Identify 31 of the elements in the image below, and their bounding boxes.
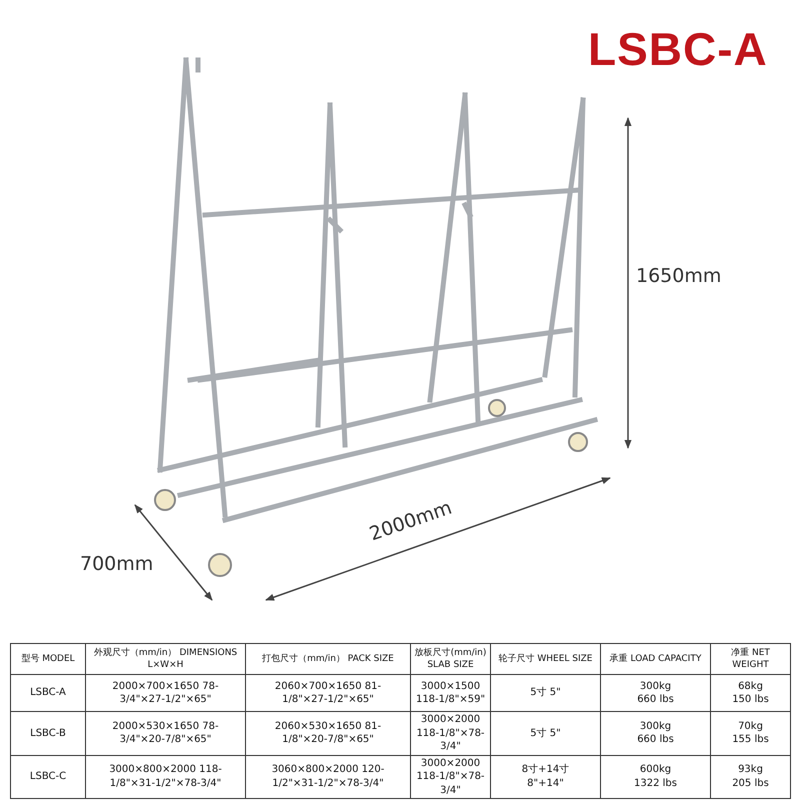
table-cell-text: 2000×530×1650 78-3/4"×20-7/8"×65"	[111, 720, 220, 747]
dimension-label: 700mm	[80, 553, 154, 575]
column-header: 打包尺寸（mm/in） PACK SIZE	[262, 652, 394, 666]
column-header: 放板尺寸(mm/in) SLAB SIZE	[414, 646, 488, 672]
table-cell-text: 5寸 5"	[530, 726, 561, 740]
table-cell-text: 2000×700×1650 78-3/4"×27-1/2"×65"	[111, 680, 220, 706]
column-header: 外观尺寸（mm/in） DIMENSIONS L×W×H	[92, 646, 238, 672]
column-header: 净重 NET WEIGHT	[730, 646, 771, 672]
table-cell-text: 93kg 205 lbs	[731, 763, 770, 790]
table-cell-text: 3000×2000 118-1/8"×78-3/4"	[415, 713, 486, 754]
table-cell-text: 68kg 150 lbs	[731, 680, 770, 706]
dimension-label: 1650mm	[636, 265, 722, 287]
table-cell-text: 300kg 660 lbs	[636, 680, 675, 706]
table-cell-text: 70kg 155 lbs	[731, 720, 770, 747]
table-cell-text: 2060×700×1650 81-1/8"×27-1/2"×65"	[274, 680, 382, 706]
table-cell-text: 3000×2000 118-1/8"×78-3/4"	[415, 756, 486, 797]
table-cell-text: 8寸+14寸 8"+14"	[520, 763, 570, 790]
column-header: 型号 MODEL	[21, 652, 75, 666]
table-cell-text: 300kg 660 lbs	[636, 720, 675, 747]
row-header: LSBC-C	[30, 770, 66, 784]
table-cell-text: 3000×1500 118-1/8"×59"	[414, 680, 486, 706]
model-title: LSBC-A	[588, 22, 768, 76]
row-header: LSBC-A	[30, 686, 66, 700]
column-header: 轮子尺寸 WHEEL SIZE	[498, 652, 592, 666]
table-cell-text: 5寸 5"	[530, 686, 561, 700]
table-cell-text: 3000×800×2000 118-1/8"×31-1/2"×78-3/4"	[108, 763, 223, 790]
table-cell-text: 3060×800×2000 120-1/2"×31-1/2"×78-3/4"	[270, 763, 386, 790]
row-header: LSBC-B	[30, 726, 66, 740]
table-cell-text: 2060×530×1650 81-1/8"×20-7/8"×65"	[274, 720, 382, 747]
column-header: 承重 LOAD CAPACITY	[610, 652, 702, 666]
table-cell-text: 600kg 1322 lbs	[633, 763, 678, 790]
